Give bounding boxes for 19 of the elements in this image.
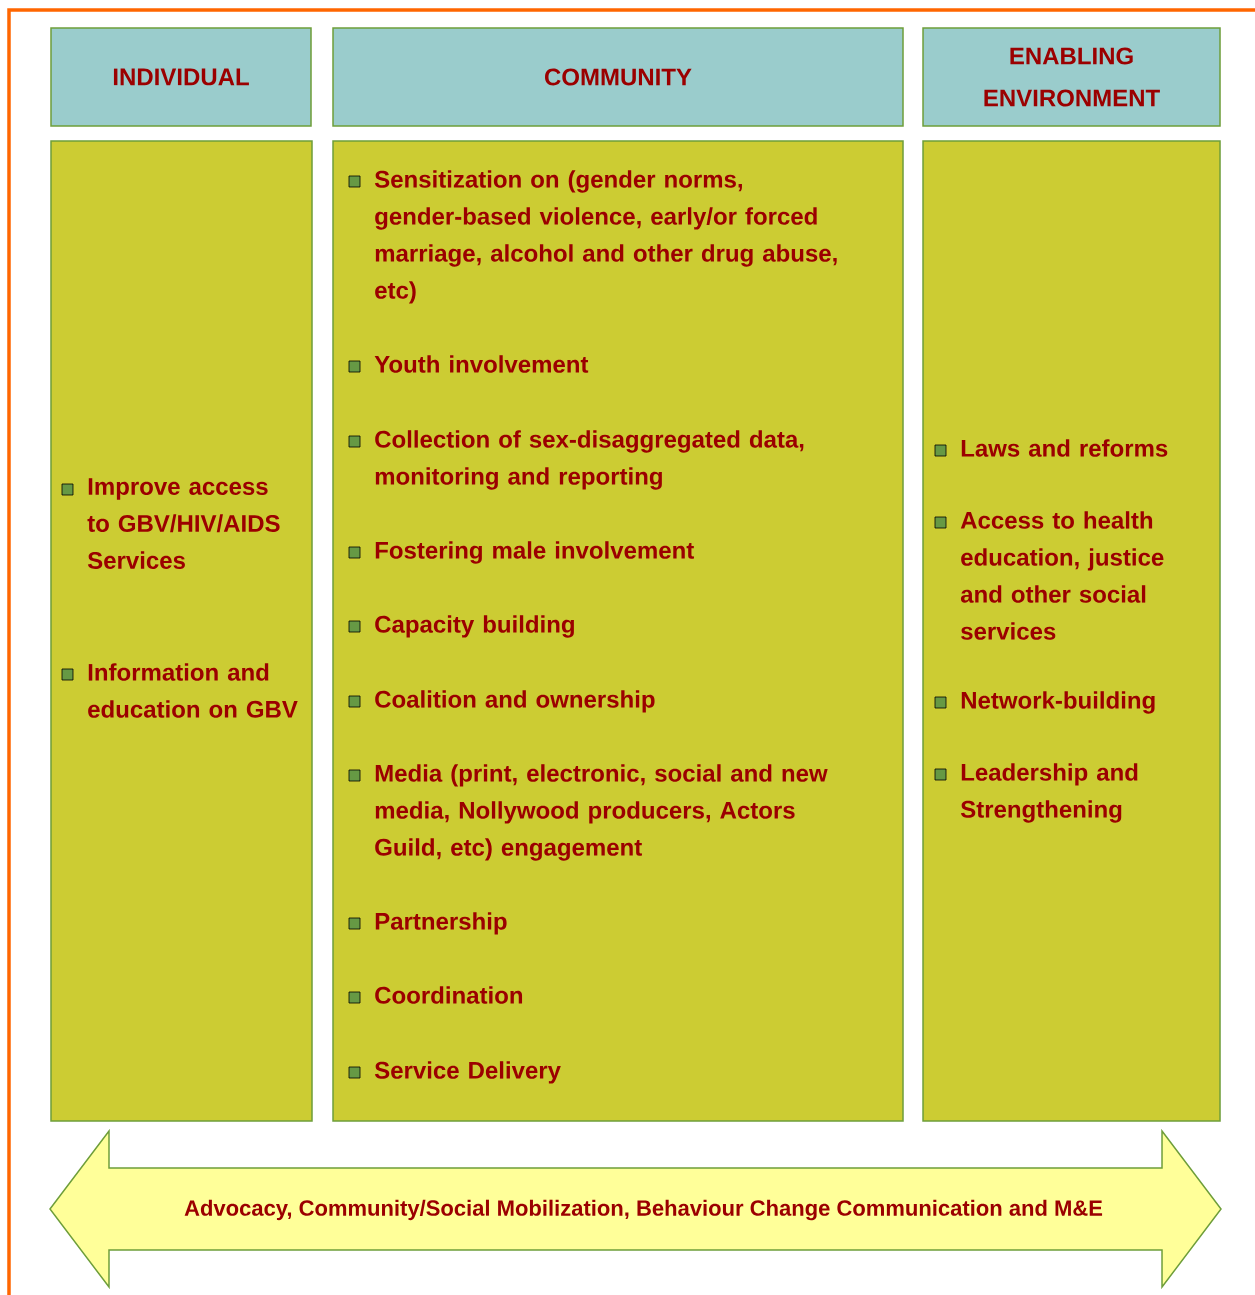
- bullet-item: Partnership: [375, 912, 507, 935]
- bullet-item: Coalition and ownership: [375, 690, 655, 713]
- column-header: ENABLING ENVIRONMENT: [922, 27, 1221, 127]
- bullet-item: Access to health education, justice and other social services: [960, 511, 1164, 640]
- bullet-item: Improve access to GBV/HIV/AIDS Services: [87, 478, 280, 569]
- bullet-item: Collection of sex-disaggregated data, monitoring and reporting: [375, 430, 804, 490]
- bullet-item: Laws and reforms: [961, 439, 1168, 457]
- bullet-item: Youth involvement: [374, 355, 589, 373]
- bullet-item: Network-building: [961, 691, 1155, 714]
- bullet-item: Information and education on GBV: [88, 663, 298, 718]
- bullet-item: Sensitization on (gender norms, gender-based violence, early/or forced marriage, alcohol and other drug abuse, etc): [374, 170, 837, 304]
- bullet-item: Leadership and Strengthening: [960, 763, 1138, 823]
- bullet-item: Service Delivery: [374, 1061, 561, 1084]
- bullet-item: Media (print, electronic, social and new media, Nollywood producers, Actors Guild, etc) engagement: [375, 764, 828, 861]
- column-header: COMMUNITY: [332, 27, 904, 127]
- bullet-item: Fostering male involvement: [375, 541, 694, 564]
- column-header: INDIVIDUAL: [50, 27, 312, 127]
- bullet-item: Coordination: [375, 986, 523, 1004]
- bullet-item: Capacity building: [375, 615, 574, 638]
